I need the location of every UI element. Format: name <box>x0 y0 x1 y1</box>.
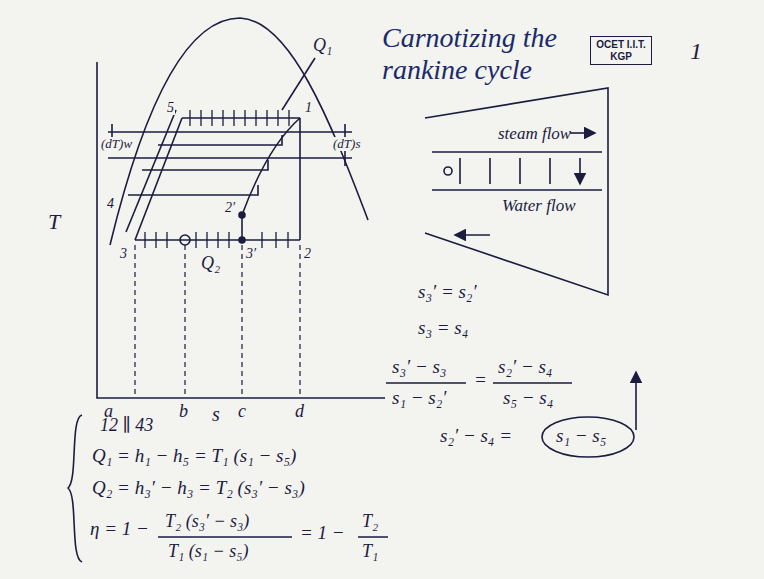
equation: Q₁ = h₁ − h₅ = T₁ (s₁ − s₅) <box>92 446 296 467</box>
equation: s₂′ − s₄ <box>498 357 552 378</box>
heat-label: Q₂ <box>200 254 221 274</box>
equation: T₁ <box>362 542 378 562</box>
heat-exchanger-outline <box>420 85 615 299</box>
equation: T₁ (s₁ − s₅) <box>168 542 248 562</box>
logo-box: OCET I.I.T. KGP <box>590 36 652 65</box>
equation: η = 1 − <box>90 519 149 540</box>
logo-text: OCET I.I.T. KGP <box>594 39 648 62</box>
equation: 12 ∥ 43 <box>100 416 153 436</box>
equation: s₃′ = s₂′ <box>418 282 477 303</box>
state-number: 5 <box>166 100 175 115</box>
equation: T₂ <box>362 512 378 532</box>
equation: = <box>474 370 487 391</box>
equation: Q₂ = h₃′ − h₃ = T₂ (s₃′ − s₃) <box>92 478 305 499</box>
state-number: 2′ <box>224 200 236 215</box>
equation: s₁ − s₂′ <box>392 388 446 409</box>
heat-exchanger: steam flowWater flow <box>420 85 615 299</box>
point-label: b <box>179 402 188 422</box>
point-label: d <box>295 402 304 422</box>
equation: s₂′ − s₄ = <box>440 426 512 447</box>
state-number: 3 <box>119 246 128 261</box>
point-label: c <box>238 402 246 422</box>
flow-label: Water flow <box>502 197 576 216</box>
state-number: 3′ <box>245 246 257 261</box>
equation: s₁ − s₅ <box>556 426 606 447</box>
axis-label: T <box>48 210 60 234</box>
state-number: 1 <box>304 100 313 115</box>
state-number: 2 <box>303 246 312 261</box>
equation: s₃′ − s₃ <box>392 357 446 378</box>
heat-label: Q₁ <box>312 36 333 56</box>
slide-title: Carnotizing the rankine cycle <box>382 22 622 86</box>
equation: T₂ (s₃′ − s₃) <box>165 512 249 532</box>
axis-label: s <box>212 403 220 425</box>
equation: s₃ = s₄ <box>418 318 468 339</box>
temp-diff-label: (dT)w <box>100 137 133 151</box>
flow-label: steam flow <box>498 125 571 144</box>
state-number: 4 <box>106 196 115 211</box>
equation: s₅ − s₄ <box>503 388 553 409</box>
temp-diff-label: (dT)s <box>332 137 361 151</box>
equation: = 1 − <box>300 523 345 544</box>
page-number: 1 <box>690 38 702 64</box>
